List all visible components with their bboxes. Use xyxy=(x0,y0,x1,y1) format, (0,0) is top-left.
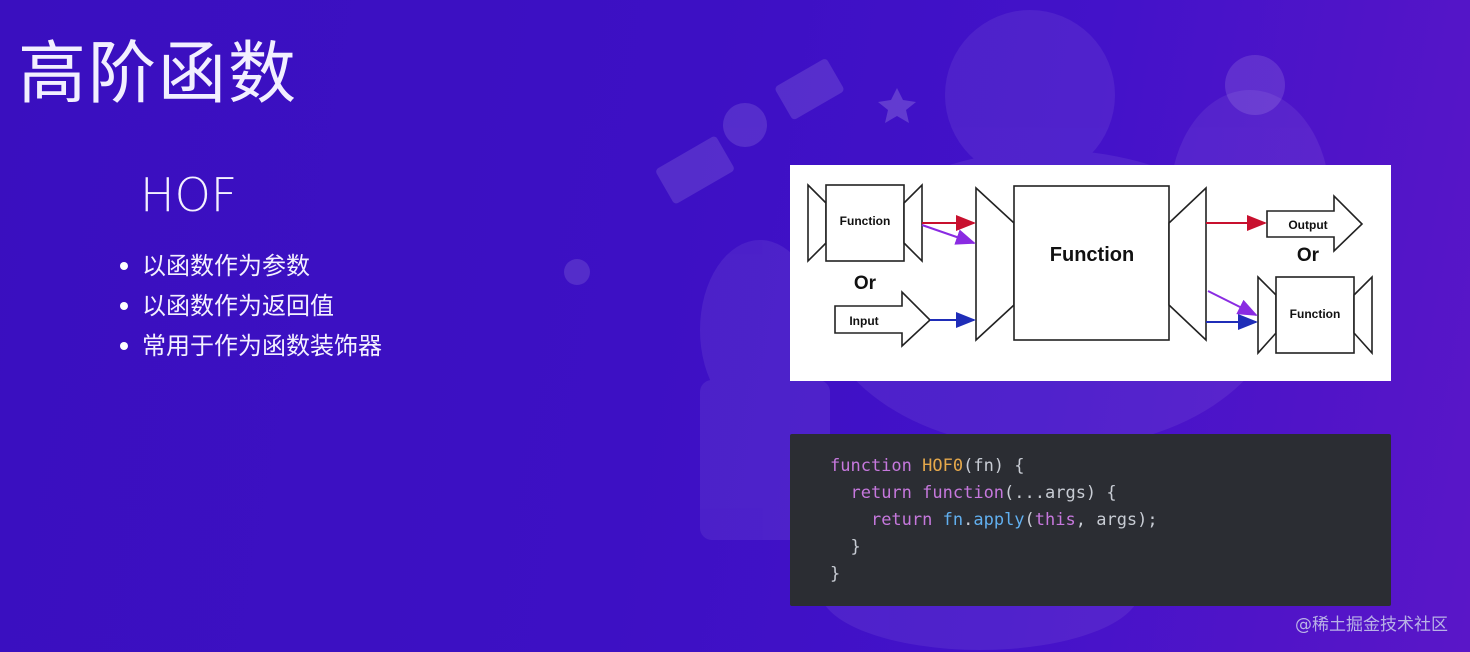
output-label: Output xyxy=(1288,218,1327,232)
or-left-label: Or xyxy=(854,273,877,294)
arrow-purple-right xyxy=(1207,290,1258,316)
slide-title: 高阶函数 xyxy=(18,35,299,114)
bullet-item: 常用于作为函数装饰器 xyxy=(118,326,382,366)
bullet-text: 常用于作为函数装饰器 xyxy=(142,332,382,360)
code-text: (fn) { xyxy=(963,456,1025,476)
code-method: apply xyxy=(973,510,1025,530)
center-function-label: Function xyxy=(1050,244,1134,266)
output-arrow-shape xyxy=(1266,194,1364,253)
code-indent xyxy=(830,483,850,503)
left-box-label: Function xyxy=(840,214,891,228)
center-funnel-out xyxy=(1168,186,1207,342)
code-keyword: function xyxy=(922,483,1005,503)
code-text: , args); xyxy=(1075,510,1158,530)
center-funnel-in xyxy=(975,186,1015,342)
code-line: return fn.apply(this, args); xyxy=(830,510,1158,530)
code-text: . xyxy=(963,510,974,530)
bullet-list: 以函数作为参数 以函数作为返回值 常用于作为函数装饰器 xyxy=(118,246,382,366)
code-line: return function(...args) { xyxy=(830,483,1117,503)
bullet-dot-icon xyxy=(120,342,128,350)
or-right-label: Or xyxy=(1297,245,1320,266)
bullet-dot-icon xyxy=(120,262,128,270)
right-box-label: Function xyxy=(1290,307,1341,321)
code-text: (...args) { xyxy=(1004,483,1117,503)
input-arrow-shape xyxy=(834,290,932,348)
bullet-item: 以函数作为返回值 xyxy=(118,286,382,326)
center-function-box xyxy=(1013,185,1170,341)
hof-diagram: Function Or Input Function Output Or Fun… xyxy=(790,165,1391,381)
code-keyword: function xyxy=(830,456,912,476)
right-funnel-in xyxy=(1257,275,1277,356)
bullet-item: 以函数作为参数 xyxy=(118,246,382,286)
code-line: function HOF0(fn) { xyxy=(830,456,1025,476)
left-funnel-in xyxy=(807,183,827,263)
code-keyword: return xyxy=(870,510,933,530)
watermark-text: @稀土掘金技术社区 xyxy=(1295,615,1448,635)
code-line: } xyxy=(830,564,841,584)
slide-subtitle: HOF xyxy=(140,168,238,222)
bullet-dot-icon xyxy=(120,302,128,310)
hof-diagram-svg: Function Or Input Function Output Or Fun… xyxy=(807,183,1373,356)
code-identifier: fn xyxy=(942,510,964,530)
code-keyword: this xyxy=(1034,510,1076,530)
right-function-box xyxy=(1275,276,1355,354)
code-function-name: HOF0 xyxy=(922,456,964,476)
arrow-purple-left xyxy=(921,224,976,245)
code-keyword: return xyxy=(850,483,912,503)
bullet-text: 以函数作为参数 xyxy=(142,252,310,280)
code-text: ( xyxy=(1024,510,1035,530)
code-line: } xyxy=(830,537,861,557)
bullet-text: 以函数作为返回值 xyxy=(142,292,334,320)
left-funnel-out xyxy=(903,183,923,263)
input-label: Input xyxy=(849,314,878,328)
code-block: function HOF0(fn) { return function(...a… xyxy=(790,434,1391,606)
code-indent xyxy=(830,510,871,530)
right-funnel-out xyxy=(1353,275,1373,356)
